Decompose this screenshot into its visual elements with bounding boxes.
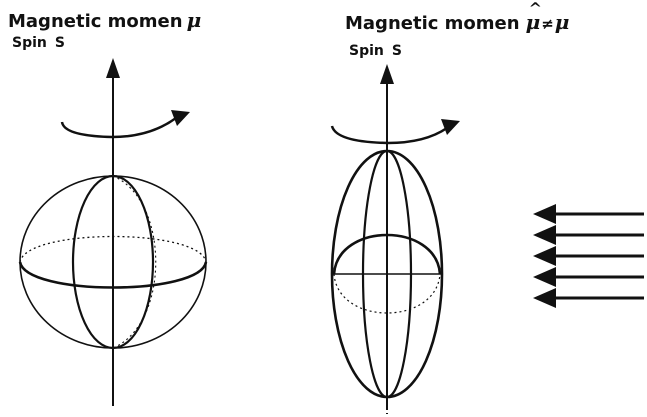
field-arrowhead-3: [533, 246, 556, 266]
right-moment-hat-letter: μ: [525, 10, 541, 34]
left-meridian-back: [113, 176, 156, 348]
left-moment-symbol: μ: [186, 8, 202, 32]
right-rotation-arrowhead: [441, 119, 460, 135]
right-axis-arrowhead: [380, 64, 394, 84]
left-sphere-group: [20, 58, 206, 406]
right-heading-text: Magnetic momen: [345, 13, 520, 34]
right-ellipsoid-group: [332, 64, 460, 414]
left-spin-symbol: S: [54, 35, 65, 51]
left-rotation-arrowhead: [171, 110, 190, 126]
field-arrowhead-1: [533, 204, 556, 224]
field-arrowhead-5: [533, 288, 556, 308]
left-spin-label: Spin S: [12, 36, 65, 50]
left-rotation-arrow-icon: [62, 118, 176, 137]
field-arrows-icon: [533, 204, 644, 308]
left-equator-back: [20, 237, 206, 263]
right-upper-arc: [334, 235, 440, 274]
right-rotation-arrow-icon: [332, 126, 447, 143]
field-arrowhead-4: [533, 267, 556, 287]
left-equator-front: [20, 262, 206, 288]
right-spin-text: Spin: [349, 43, 384, 59]
hat-mark: ^: [528, 0, 542, 18]
left-spin-text: Spin: [12, 35, 47, 51]
field-arrowhead-2: [533, 225, 556, 245]
left-heading-text: Magnetic momen: [8, 11, 183, 32]
right-spin-symbol: S: [391, 43, 402, 59]
left-axis-arrowhead: [106, 58, 120, 78]
right-moment-symbol: μ: [554, 10, 570, 34]
right-spin-label: Spin S: [349, 44, 402, 58]
not-equal-symbol: ≠: [541, 15, 554, 33]
right-heading: Magnetic momen^μ≠μ: [345, 1, 570, 34]
right-moment-hat-symbol: ^μ: [525, 1, 542, 34]
